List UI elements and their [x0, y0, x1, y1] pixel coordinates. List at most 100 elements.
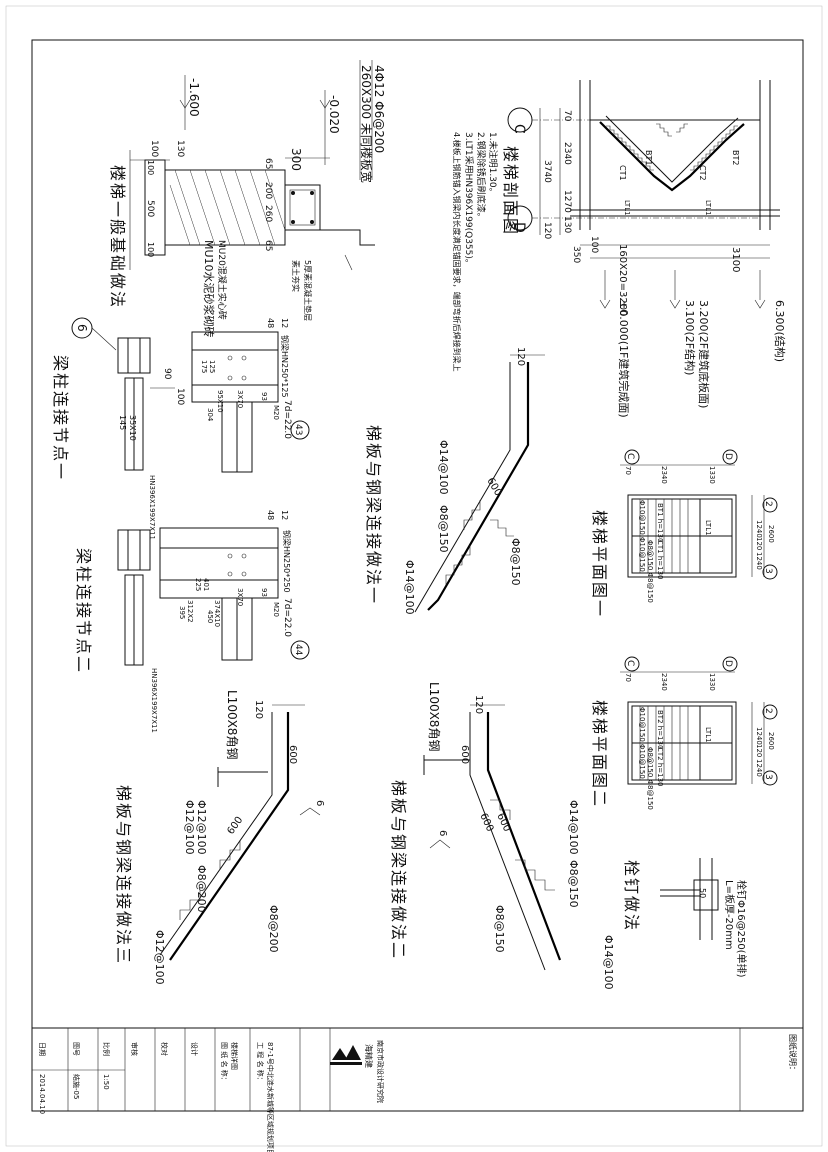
plan1-lbl-r2: Φ8@150 Φ8@150	[646, 540, 654, 603]
node1-d3: 90	[162, 368, 172, 380]
node2-d5: 312X2	[186, 600, 194, 623]
slab3-r1: Φ12@100	[195, 800, 208, 855]
fd-note-a: 5厚素混凝土垫层	[303, 260, 313, 321]
stud-title: 栓钉做法	[622, 860, 641, 932]
tb-drawing-label: 图 纸 名 称：	[220, 1042, 229, 1084]
fd-elev2: -1.600	[187, 78, 201, 117]
plan1-dim-1240a: 1240	[755, 520, 763, 538]
plan1-dim-70: 70	[624, 466, 632, 475]
tb-scale-label: 比例	[102, 1042, 111, 1056]
plan2-dim-2600: 2600	[767, 732, 775, 750]
plan1-dim-2600: 2600	[767, 525, 775, 543]
section-axis-d-label: D	[511, 222, 527, 233]
plan1-dim-gap: 120	[755, 537, 763, 550]
node1-d6: 145	[118, 415, 127, 430]
sec-note-1: 1.未注明1.30。	[487, 132, 499, 197]
node1-d7: 175	[200, 360, 208, 373]
fd-mat2: MU20混凝土实心砖	[216, 240, 228, 320]
tb-date-value: 2014.04.10	[38, 1074, 46, 1114]
slab2-d600c: 600	[477, 812, 495, 834]
slab2-r2: Φ8@150	[567, 860, 580, 908]
slab2-d600a: 600	[459, 745, 470, 764]
plan1-ax-2: 2	[763, 501, 773, 507]
slab3-title: 梯板与钢梁连接做法三	[114, 785, 133, 965]
plan2-lbl-r2: Φ8@150 Φ8@150	[646, 747, 654, 810]
sec-dim-70: 70	[562, 110, 572, 122]
sec-label-bt2: BT2	[731, 150, 740, 165]
plan2-lbl-r1: Φ10@150 Φ10@150	[638, 707, 646, 779]
node1-bolt2: M20	[272, 405, 280, 420]
slab3-d600a: 600	[287, 745, 298, 764]
fd-dim-65b: 65	[263, 240, 273, 251]
slab3-r2: Φ12@100	[183, 800, 196, 855]
plan1-ax-c: C	[625, 453, 635, 459]
sec-note-2: 2.钢梁除锈后刷底漆。	[475, 132, 487, 222]
plan1-dim-1330: 1330	[708, 466, 716, 484]
node2-bolt: 7d=22.0	[282, 598, 292, 637]
sec-label-ct1: CT1	[618, 165, 627, 181]
sec-dim-1270: 1270	[562, 190, 572, 213]
plan1-title: 楼梯平面图一	[590, 510, 609, 618]
node1-d11: 95X10	[216, 390, 224, 413]
plan1-lbl-bt: BT1 h=130	[656, 503, 664, 542]
plan1-ax-3: 3	[763, 568, 773, 574]
slab1-r1: Φ14@100	[437, 440, 450, 495]
node2-d2: 12	[280, 510, 289, 520]
tb-no-value: 结施-05	[72, 1074, 81, 1099]
tb-drawing-value: 楼梯详图	[230, 1042, 239, 1070]
sec-label-bt1: BT1	[644, 150, 653, 165]
node2-d3: 401	[202, 578, 210, 591]
node2-d1: 48	[266, 510, 275, 520]
node2-tag: 44	[293, 644, 303, 656]
section-axis-c-label: C	[511, 124, 527, 134]
node2-d4: 225	[194, 578, 202, 591]
node1-beam: 钢梁HN250*125	[280, 335, 290, 398]
plan1-dim-1240b: 1240	[755, 552, 763, 570]
node2-d7: 3X70	[236, 588, 244, 606]
fd-dim-260: 260	[263, 205, 273, 222]
sec-dim-120: 120	[542, 222, 552, 239]
slab1-r3: Φ8@150	[509, 538, 522, 586]
sec-dim-3740: 3740	[542, 160, 552, 183]
sec-label-ct2: CT2	[698, 165, 707, 181]
node1-d8: 125	[208, 360, 216, 373]
node2-bolt2: M20	[272, 602, 280, 617]
slab3-d600b: 600	[225, 815, 245, 837]
slab-connection-3: 梯板与钢梁连接做法三 L100X8角钢 120 600 600 Φ12@100 …	[114, 690, 325, 985]
stud-note2: L=板厚-20mm	[723, 880, 736, 950]
plan2-dim-70: 70	[624, 673, 632, 682]
slab2-r1: Φ14@100	[567, 800, 580, 855]
tb-no-label: 图号	[72, 1042, 80, 1056]
plan2-dim-1240b: 1240	[755, 759, 763, 777]
stair-plan-2: 楼梯平面图二 C D 2 3 70 2340 1330 BT2 h=130 CT…	[590, 656, 778, 810]
slab2-title: 梯板与钢梁连接做法二	[389, 780, 408, 960]
slab3-angle: L100X8角钢	[225, 690, 239, 759]
plan2-ax-2: 2	[763, 708, 773, 714]
logo-text: 海精建	[364, 1044, 374, 1068]
slab2-d120: 120	[473, 695, 484, 714]
node2-beam: 钢梁HN250*250	[282, 530, 292, 593]
node2-d6: 395	[178, 606, 186, 619]
sec-elev-top: 6.300(结构)	[773, 300, 787, 362]
node1-tag: 43	[293, 424, 303, 435]
title-block: 日期 2014.04.10 图号 结施-05 比例 1:50 审核 校对 设计 …	[31, 1027, 804, 1152]
node2-d8: 93	[260, 588, 268, 597]
fd-elev1: -0.020	[327, 95, 341, 134]
plan2-dim-1330: 1330	[708, 673, 716, 691]
slab2-r3: Φ8@150	[493, 905, 506, 953]
plan2-ax-c: C	[625, 660, 635, 666]
fd-size: 260X300 未同楼板宽	[359, 65, 374, 183]
fd-dim-500: 500	[145, 200, 155, 217]
fd-bar-top: 4Φ12 Φ6@200	[372, 65, 386, 153]
notes-title: 图纸说明：	[788, 1034, 798, 1074]
sec-note-3: 3.LT1采用HN396X199(Q355)。	[463, 132, 474, 268]
node1-d12: 304	[206, 408, 214, 422]
node1-d5: 35X10	[128, 415, 137, 441]
node1-title: 梁柱连接节点一	[51, 355, 70, 481]
plan2-dim-1240a: 1240	[755, 727, 763, 745]
slab3-weld: 6	[314, 800, 325, 806]
slab1-d600: 600	[484, 476, 503, 498]
node2-col: HN396X199X7X11	[150, 668, 158, 733]
sec-dim-130: 130	[562, 216, 572, 233]
